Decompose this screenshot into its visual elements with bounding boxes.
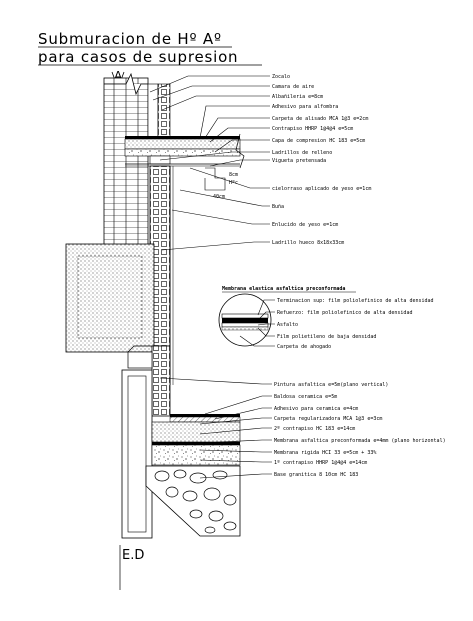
label-memb-4: Film polietileno de baja densidad xyxy=(277,334,376,340)
compression-layer xyxy=(124,148,241,157)
wall-cap xyxy=(127,351,153,369)
label-vigueta: Vigueta pretensada xyxy=(272,158,326,164)
label-adhesivo-alfombra: Adhesivo para alfombra xyxy=(272,104,338,110)
title-line-1: Submuracion de Hº Aº xyxy=(38,30,222,48)
lower-brick-wall xyxy=(151,345,171,417)
vigueta-detail xyxy=(204,167,226,191)
horizontal-membrane xyxy=(152,442,240,445)
contrapiso-layer xyxy=(124,138,241,150)
small-label-2: Hºc xyxy=(229,180,238,186)
foot-mark: E.D xyxy=(122,548,144,563)
break-mark-top xyxy=(104,72,148,96)
stone-aggregate xyxy=(154,469,237,534)
label-pintura: Pintura asfaltica e=5m(plano vertical) xyxy=(274,382,388,388)
section-mark: A xyxy=(114,69,123,83)
membrane-detail-inset xyxy=(218,293,272,347)
label-memb-1: Terminacion sup: film poliolefinico de a… xyxy=(277,298,434,304)
floor-finish-layer xyxy=(125,136,240,139)
label-ladrillos-relleno: Ladrillos de relleno xyxy=(272,150,332,156)
label-carpeta-alisado: Carpeta de alisado MCA 1@3 e=2cm xyxy=(272,116,368,122)
foundation-outline xyxy=(77,255,143,339)
slab-break-line xyxy=(235,133,245,169)
ceramic-tile-layer xyxy=(170,414,240,417)
label-ladrillo-hueco: Ladrillo hueco 8x18x33cm xyxy=(272,240,344,246)
upper-brick-wall xyxy=(103,77,149,247)
underpinning-inner xyxy=(127,375,147,533)
label-carpeta-regularizadora: Carpeta regularizadora MCA 1@3 e=3cm xyxy=(274,416,382,422)
label-capa-compresion: Capa de compresion HC 183 e=5cm xyxy=(272,138,365,144)
leader-lines xyxy=(149,75,275,479)
label-albanileria: Albañileria e=8cm xyxy=(272,94,323,100)
small-label-1: 8cm xyxy=(229,172,238,178)
stone-base xyxy=(145,465,241,537)
label-zocalo: Zocalo xyxy=(272,74,290,80)
label-buna: Buña xyxy=(272,204,284,210)
underpinning-wall xyxy=(121,369,153,539)
title-line-2: para casos de supresion xyxy=(38,48,238,66)
label-contrapiso-1: 1º contrapiso HHRP 1@4@4 e=14cm xyxy=(274,460,367,466)
label-base-granitica: Base granitica 8 10cm HC 183 xyxy=(274,472,358,478)
label-memb-3: Asfalto xyxy=(277,322,298,328)
second-contrapiso xyxy=(151,421,241,443)
label-contrapiso: Contrapiso HHRP 1@4@4 e=5cm xyxy=(272,126,353,132)
label-membrana-rigida: Membrana rigida HCI 33 e=5cm + 33% xyxy=(274,450,376,456)
label-memb-2: Refuerzo: film poliolefinico de alta den… xyxy=(277,310,412,316)
label-cielorraso: cielorraso aplicado de yeso e=1cm xyxy=(272,186,371,192)
existing-foundation-mass xyxy=(65,243,155,353)
small-label-3: 40cm xyxy=(213,194,225,200)
membrane-title: Membrana elastica asfaltica preconformad… xyxy=(222,286,345,292)
label-memb-5: Carpeta de ahogado xyxy=(277,344,331,350)
label-contrapiso-2: 2º contrapiso HC 183 e=14cm xyxy=(274,426,355,432)
inner-brick-leaf xyxy=(157,83,171,143)
air-chamber xyxy=(147,83,159,143)
label-baldosa: Baldosa ceramica e=5m xyxy=(274,394,337,400)
label-enlucido: Enlucido de yeso e=1cm xyxy=(272,222,338,228)
label-camara-aire: Camara de aire xyxy=(272,84,314,90)
cap-slope xyxy=(127,345,152,353)
first-contrapiso xyxy=(151,444,241,466)
label-membrana-horizontal: Membrana asfaltica preconformada e=4mm (… xyxy=(274,438,446,444)
label-adhesivo-ceramica: Adhesivo para ceramica e=4cm xyxy=(274,406,358,412)
